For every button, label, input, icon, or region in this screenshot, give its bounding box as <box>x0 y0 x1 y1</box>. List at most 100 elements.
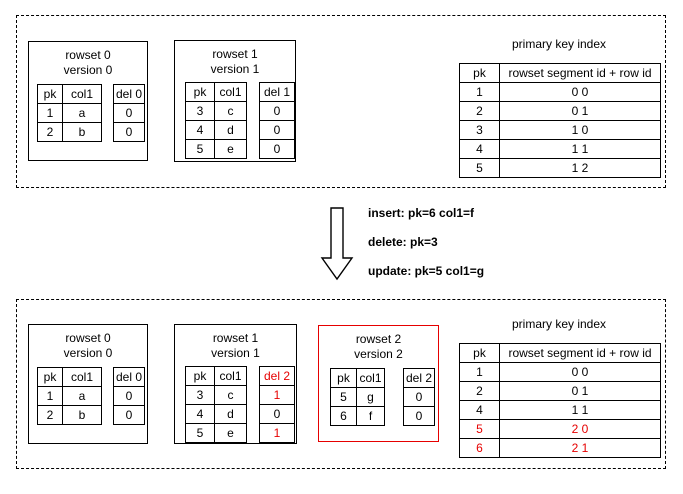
table-row: 5 e <box>185 139 247 159</box>
table-row: pk col1 <box>37 367 102 387</box>
table-row: pk rowset segment id + row id <box>459 63 661 83</box>
index-cell-loc: 2 0 <box>499 419 661 439</box>
s1-rowset-0-box: rowset 0 version 0 pk col1 1 a 2 b del 0 <box>28 41 148 161</box>
header-col1: col1 <box>214 82 247 102</box>
index-cell-loc: 0 1 <box>499 381 661 401</box>
header-col1: col1 <box>356 368 385 388</box>
table-row: 2 b <box>37 405 102 425</box>
cell-col1: e <box>214 139 247 159</box>
rowset-data-table: pk col1 1 a 2 b <box>37 367 102 425</box>
table-row: pk rowset segment id + row id <box>459 343 661 363</box>
cell-del: 1 <box>259 385 295 405</box>
index-cell-pk: 5 <box>459 158 500 178</box>
down-arrow-icon <box>320 207 354 281</box>
table-row: 1 <box>259 423 295 443</box>
cell-del: 1 <box>259 423 295 443</box>
cell-col1: c <box>214 385 247 405</box>
header-pk: pk <box>185 366 215 386</box>
table-row: 1 0 0 <box>459 82 661 102</box>
primary-key-index-table: pk rowset segment id + row id 1 0 0 2 0 … <box>459 63 661 178</box>
table-row: 5 2 0 <box>459 419 661 439</box>
table-row: 4 d <box>185 120 247 140</box>
table-row: 0 <box>403 406 435 426</box>
index-header-pk: pk <box>459 343 500 363</box>
rowset-data-table: pk col1 5 g 6 f <box>330 368 385 426</box>
rowset-title: rowset 1 <box>212 47 258 61</box>
index-cell-loc: 2 1 <box>499 438 661 458</box>
delete-operation-label: delete: pk=3 <box>368 235 438 249</box>
cell-col1: b <box>62 122 102 142</box>
table-row: 5 g <box>330 387 385 407</box>
cell-col1: d <box>214 120 247 140</box>
table-row: 3 c <box>185 385 247 405</box>
index-header-loc: rowset segment id + row id <box>499 343 661 363</box>
header-pk: pk <box>37 367 63 387</box>
index-cell-loc: 0 0 <box>499 82 661 102</box>
table-row: pk col1 <box>37 84 102 104</box>
index-cell-pk: 1 <box>459 362 500 382</box>
cell-del: 0 <box>113 405 145 425</box>
table-row: 3 1 0 <box>459 120 661 140</box>
header-pk: pk <box>330 368 357 388</box>
s2-rowset-2-box: rowset 2 version 2 pk col1 5 g 6 f del 2 <box>318 325 439 442</box>
delete-bitmap-table: del 0 0 0 <box>113 367 145 425</box>
index-cell-pk: 2 <box>459 101 500 121</box>
index-cell-loc: 0 0 <box>499 362 661 382</box>
rowset-title: rowset 0 <box>65 48 111 62</box>
table-row: 4 d <box>185 404 247 424</box>
index-header-loc: rowset segment id + row id <box>499 63 661 83</box>
delete-bitmap-table: del 0 0 0 <box>113 84 145 142</box>
del-header: del 0 <box>113 84 145 104</box>
cell-col1: g <box>356 387 385 407</box>
cell-col1: f <box>356 406 385 426</box>
cell-del: 0 <box>259 139 295 159</box>
index-cell-pk: 1 <box>459 82 500 102</box>
rowset-title-block: rowset 0 version 0 <box>29 48 147 78</box>
rowset-data-table: pk col1 3 c 4 d 5 e <box>185 366 247 443</box>
rowset-title: rowset 2 <box>355 332 402 346</box>
table-row: 6 2 1 <box>459 438 661 458</box>
delete-bitmap-table: del 2 0 0 <box>403 368 435 426</box>
cell-pk: 5 <box>185 423 215 443</box>
index-cell-loc: 1 1 <box>499 400 661 420</box>
table-row: 0 <box>113 103 145 123</box>
cell-col1: a <box>62 386 102 406</box>
table-row: 3 c <box>185 101 247 121</box>
rowset-version: version 1 <box>211 346 260 360</box>
cell-pk: 4 <box>185 404 215 424</box>
table-row: 0 <box>259 139 295 159</box>
del-header: del 2 <box>403 368 435 388</box>
table-row: 0 <box>403 387 435 407</box>
table-row: 2 b <box>37 122 102 142</box>
cell-col1: c <box>214 101 247 121</box>
cell-pk: 4 <box>185 120 215 140</box>
header-col1: col1 <box>62 84 102 104</box>
table-row: del 0 <box>113 84 145 104</box>
cell-del: 0 <box>403 387 435 407</box>
cell-pk: 6 <box>330 406 357 426</box>
primary-key-index-table: pk rowset segment id + row id 1 0 0 2 0 … <box>459 343 661 458</box>
del-header: del 2 <box>259 366 295 386</box>
rowset-version: version 0 <box>63 63 113 77</box>
header-col1: col1 <box>214 366 247 386</box>
delete-bitmap-table: del 1 0 0 0 <box>259 82 295 159</box>
cell-del: 0 <box>113 122 145 142</box>
rowset-title-block: rowset 2 version 2 <box>319 332 438 362</box>
update-operation-label: update: pk=5 col1=g <box>368 264 485 278</box>
s2-rowset-1-box: rowset 1 version 1 pk col1 3 c 4 d 5 <box>174 324 297 444</box>
index-cell-pk: 4 <box>459 400 500 420</box>
cell-pk: 5 <box>330 387 357 407</box>
table-row: del 0 <box>113 367 145 387</box>
index-cell-loc: 1 1 <box>499 139 661 159</box>
table-row: 1 a <box>37 103 102 123</box>
index-cell-loc: 0 1 <box>499 101 661 121</box>
table-row: del 1 <box>259 82 295 102</box>
rowset-title-block: rowset 0 version 0 <box>29 331 147 361</box>
table-row: 4 1 1 <box>459 400 661 420</box>
cell-pk: 2 <box>37 405 63 425</box>
s2-rowset-0-box: rowset 0 version 0 pk col1 1 a 2 b del 0 <box>28 324 148 444</box>
cell-pk: 2 <box>37 122 63 142</box>
rowset-title: rowset 0 <box>65 331 111 345</box>
index-cell-pk: 2 <box>459 381 500 401</box>
